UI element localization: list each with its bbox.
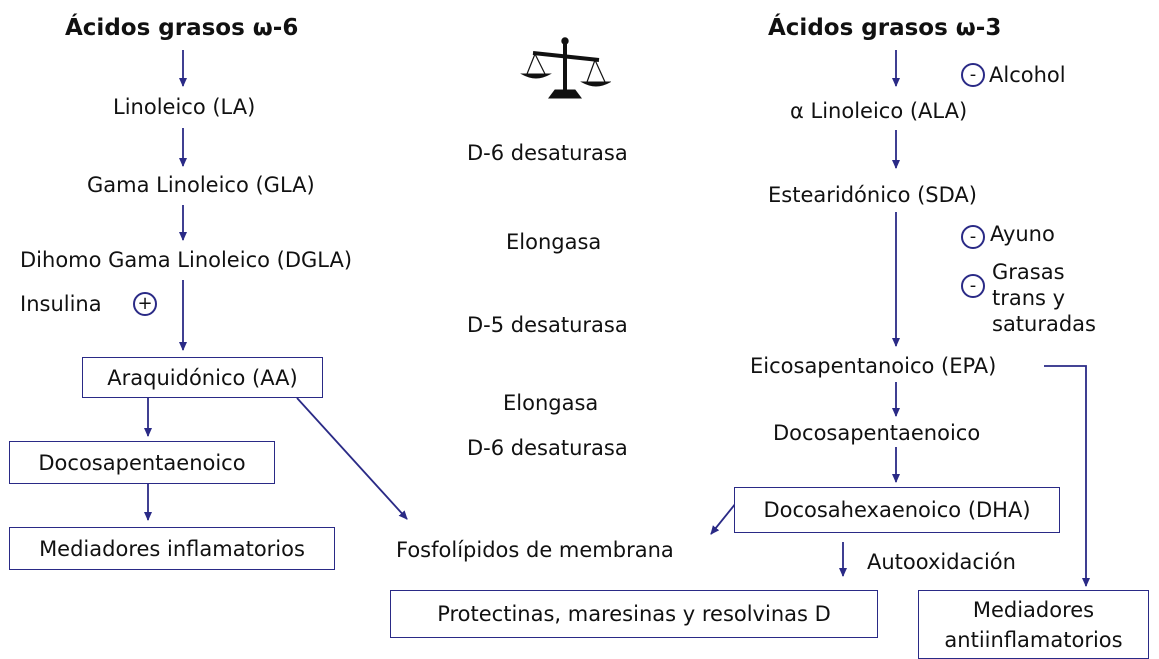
inhibitor-minus-icon: - [961,63,985,87]
inhibitor-ayuno: Ayuno [990,222,1055,246]
mediadores-antiinflamatorios-line2: antiinflamatorios [944,627,1123,652]
mediadores-antiinflamatorios-line1: Mediadores [972,597,1095,622]
inhibitor-alcohol: Alcohol [989,63,1066,87]
node-fosfolipidos: Fosfolípidos de membrana [396,538,674,562]
node-aa-label: Araquidónico (AA) [107,365,298,390]
inhibitor-minus-icon: - [961,225,985,249]
node-epa: Eicosapentanoico (EPA) [750,354,997,378]
arrow-dha-to-fosfolipidos [710,502,737,535]
enzyme-d5-desaturasa: D-5 desaturasa [467,313,628,337]
enzyme-d6-desaturasa-1: D-6 desaturasa [467,141,628,165]
mediadores-antiinflamatorios-box: Mediadores antiinflamatorios [918,590,1149,659]
inhibitor-minus-icon: - [961,274,985,298]
node-dpa6-label: Docosapentaenoico [38,450,246,475]
node-sda: Estearidónico (SDA) [768,183,977,207]
omega6-title: Ácidos grasos ω-6 [65,15,299,41]
insulina-label: Insulina [20,292,102,316]
node-dpa6-box: Docosapentaenoico [9,441,275,484]
node-la: Linoleico (LA) [113,95,256,119]
node-dgla: Dihomo Gama Linoleico (DGLA) [20,248,353,272]
label-autooxidacion: Autooxidación [867,550,1016,574]
enzyme-d6-desaturasa-2: D-6 desaturasa [467,436,628,460]
node-dha-label: Docosahexaenoico (DHA) [763,498,1031,522]
inhibitor-grasas-line1: Grasas [992,260,1065,284]
inhibitor-grasas-line3: saturadas [992,312,1096,336]
node-aa-box: Araquidónico (AA) [82,357,323,398]
node-dha-box: Docosahexaenoico (DHA) [734,487,1060,533]
mediadores-inflamatorios-box: Mediadores inflamatorios [9,527,335,570]
mediadores-inflamatorios-label: Mediadores inflamatorios [39,536,305,561]
protectinas-label: Protectinas, maresinas y resolvinas D [437,602,831,626]
node-dpa3: Docosapentaenoico [773,421,981,445]
balance-scale-icon [520,37,611,99]
node-ala: α Linoleico (ALA) [790,99,968,123]
enzyme-elongasa-1: Elongasa [506,230,602,254]
activator-plus-icon: + [133,292,157,316]
protectinas-box: Protectinas, maresinas y resolvinas D [390,590,878,638]
node-gla: Gama Linoleico (GLA) [87,173,315,197]
arrow-epa-to-mediadores [1044,365,1090,587]
enzyme-elongasa-2: Elongasa [503,391,599,415]
omega3-title: Ácidos grasos ω-3 [768,15,1002,41]
inhibitor-grasas-line2: trans y [992,286,1066,310]
arrow-aa-to-fosfolipidos [296,397,408,520]
